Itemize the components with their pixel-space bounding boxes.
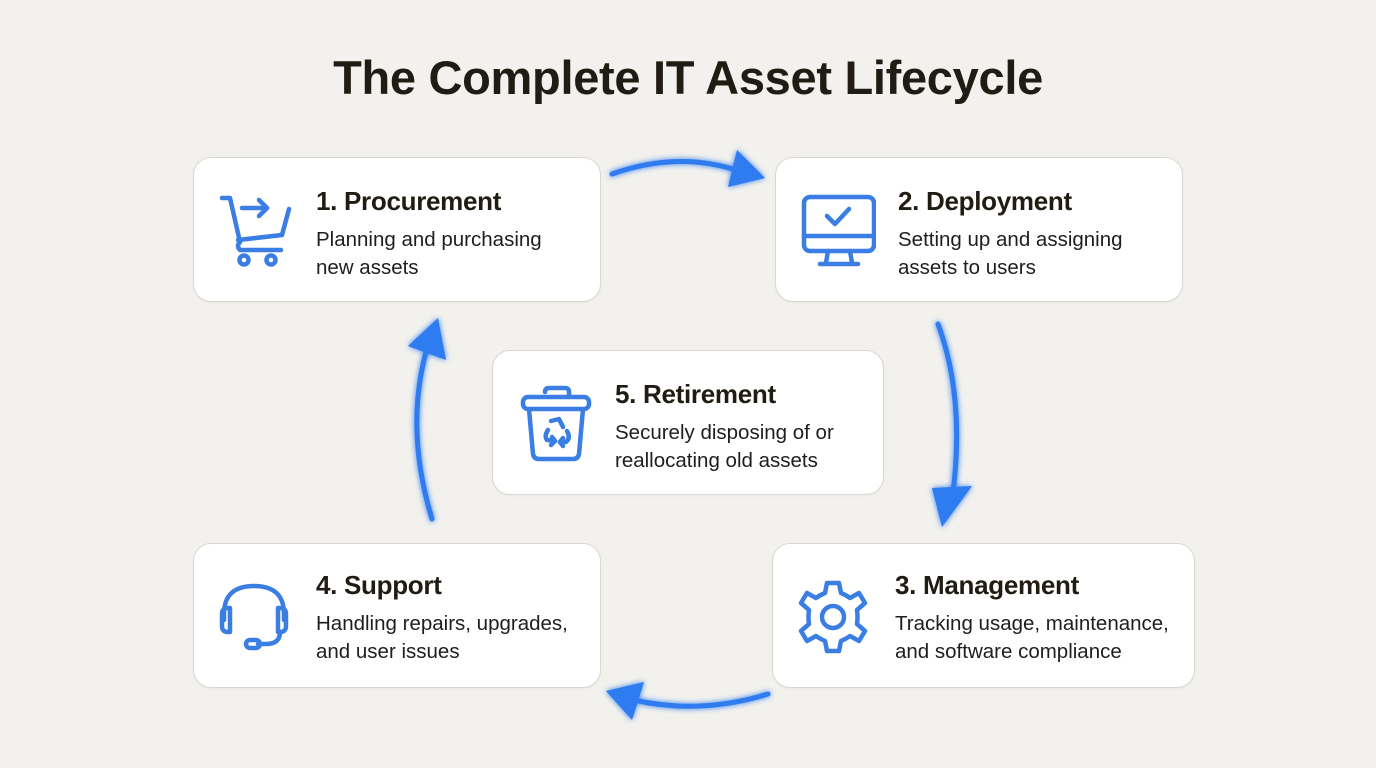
stage-heading: 4. Support [316, 570, 442, 600]
arrow-support-to-procurement [408, 318, 446, 522]
stage-card-management: 3. Management Tracking usage, maintenanc… [772, 543, 1195, 688]
stage-heading: 3. Management [895, 570, 1079, 600]
gear-icon [793, 577, 873, 657]
stage-description-line1: Tracking usage, maintenance, [895, 612, 1169, 635]
stage-description-line2: and user issues [316, 640, 460, 663]
page-title: The Complete IT Asset Lifecycle [333, 51, 1043, 104]
headset-icon [214, 578, 294, 658]
stage-heading: 1. Procurement [316, 186, 502, 216]
stage-card-deployment: 2. Deployment Setting up and assigning a… [775, 157, 1183, 302]
recycle-bin-icon [517, 384, 597, 464]
stage-description-line2: assets to users [898, 256, 1036, 279]
shopping-cart-icon [214, 191, 294, 271]
stage-description-line1: Securely disposing of or [615, 421, 834, 444]
stage-description-line2: and software compliance [895, 640, 1122, 663]
arrow-management-to-support [606, 682, 771, 720]
arrow-deployment-to-management [932, 321, 972, 527]
monitor-check-icon [796, 191, 877, 271]
stage-heading: 2. Deployment [898, 186, 1072, 216]
arrow-procurement-to-deployment [609, 150, 765, 187]
stage-description-line1: Setting up and assigning [898, 228, 1123, 251]
stage-card-procurement: 1. Procurement Planning and purchasing n… [193, 157, 601, 302]
stage-description-line2: new assets [316, 256, 419, 279]
stage-description-line1: Handling repairs, upgrades, [316, 612, 568, 635]
stage-heading: 5. Retirement [615, 379, 776, 409]
stage-description-line1: Planning and purchasing [316, 228, 542, 251]
stage-card-retirement: 5. Retirement Securely disposing of or r… [492, 350, 884, 495]
stage-card-support: 4. Support Handling repairs, upgrades, a… [193, 543, 601, 688]
stage-description-line2: reallocating old assets [615, 449, 818, 472]
